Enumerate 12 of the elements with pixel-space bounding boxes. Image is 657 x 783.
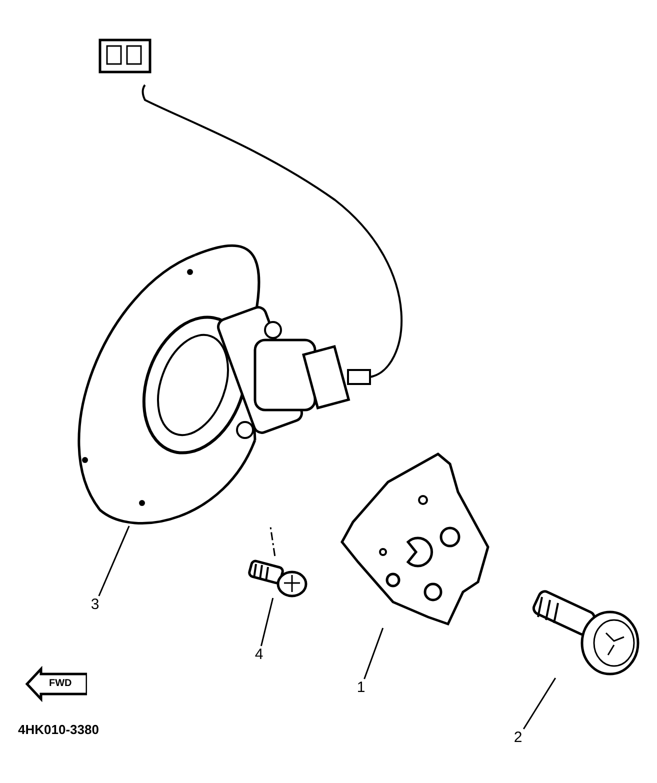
leader-line [364,628,384,680]
leader-line [260,598,274,646]
direction-label: FWD [49,678,72,690]
callout-number: 1 [351,679,371,697]
part-number: 4HK010-3380 [18,722,99,737]
callout-number: 2 [508,729,528,747]
callout-number: 4 [249,646,269,664]
leader-line [98,526,130,596]
rotor-plate-drawing [338,452,492,628]
leader-line [522,678,556,730]
callout-number: 3 [85,596,105,614]
alignment-line [270,526,276,556]
